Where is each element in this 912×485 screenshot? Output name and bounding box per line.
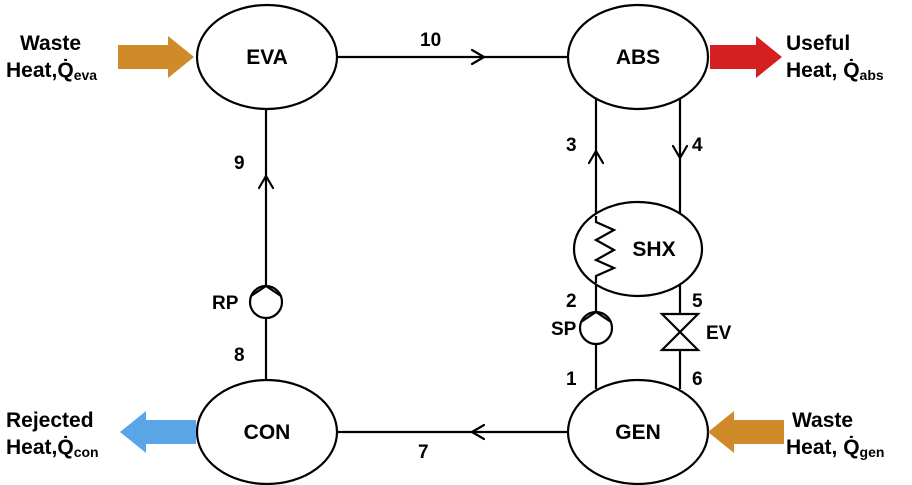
- useful-heat-abs-label-line2: Heat, Q̇abs: [786, 58, 884, 83]
- rejected-heat-con-symbol: Q̇: [57, 435, 73, 459]
- rejected-heat-con-subscript: con: [74, 444, 99, 460]
- useful-heat-abs-label-line1: Useful: [786, 32, 850, 55]
- rejected-heat-con-arrow: [120, 411, 196, 453]
- stream-label-4: 4: [692, 135, 703, 156]
- eva-label: EVA: [246, 46, 288, 69]
- gen-label: GEN: [615, 421, 661, 444]
- abs-node: [566, 3, 710, 111]
- stream-label-9: 9: [234, 153, 245, 174]
- arrow-stream-7: [470, 423, 486, 441]
- useful-heat-abs-arrow: [710, 36, 782, 78]
- shx-zigzag-icon: [593, 216, 617, 283]
- stream-label-10: 10: [420, 30, 441, 51]
- rp-pump-triangle: [250, 284, 282, 297]
- rejected-heat-con-heat-word: Heat,: [6, 436, 57, 459]
- arrow-stream-3: [587, 149, 605, 165]
- arrow-stream-10: [470, 48, 486, 66]
- stream-label-5: 5: [692, 291, 703, 312]
- sp-label: SP: [551, 319, 577, 340]
- arrow-stream-9: [257, 174, 275, 190]
- useful-heat-abs-symbol: Q̇: [843, 58, 859, 82]
- arrow-stream-4: [671, 144, 689, 160]
- rejected-heat-con-label-line2: Heat,Q̇con: [6, 435, 99, 460]
- stream-label-6: 6: [692, 369, 703, 390]
- waste-heat-eva-subscript: eva: [74, 67, 98, 83]
- sp-pump-icon: [578, 310, 614, 346]
- stream-label-7: 7: [418, 442, 429, 463]
- stream-label-2: 2: [566, 291, 577, 312]
- ev-label: EV: [706, 323, 732, 344]
- rp-pump-icon: [248, 284, 284, 320]
- waste-heat-gen-arrow: [708, 411, 784, 453]
- con-node: [195, 378, 339, 485]
- waste-heat-eva-arrow: [118, 36, 194, 78]
- stream-label-8: 8: [234, 345, 245, 366]
- rp-label: RP: [212, 293, 239, 314]
- waste-heat-gen-heat-word: Heat,: [786, 436, 843, 459]
- waste-heat-eva-label-line2: Heat,Q̇eva: [6, 58, 97, 83]
- con-label: CON: [244, 421, 291, 444]
- rejected-heat-con-label-line1: Rejected: [6, 409, 94, 432]
- waste-heat-gen-label-line1: Waste: [792, 409, 853, 432]
- waste-heat-gen-label-line2: Heat, Q̇gen: [786, 435, 884, 460]
- waste-heat-eva-heat-word: Heat,: [6, 59, 57, 82]
- shx-label: SHX: [632, 238, 675, 261]
- ev-valve-icon: [659, 312, 701, 352]
- sp-pump-triangle: [580, 310, 612, 323]
- stream-label-1: 1: [566, 369, 577, 390]
- eva-node: [195, 3, 339, 111]
- useful-heat-abs-heat-word: Heat,: [786, 59, 843, 82]
- useful-heat-abs-subscript: abs: [860, 67, 884, 83]
- waste-heat-eva-label-line1: Waste: [20, 32, 81, 55]
- stream-label-3: 3: [566, 135, 577, 156]
- abs-label: ABS: [616, 46, 660, 69]
- waste-heat-eva-symbol: Q̇: [57, 58, 73, 82]
- waste-heat-gen-subscript: gen: [860, 444, 885, 460]
- waste-heat-gen-symbol: Q̇: [843, 435, 859, 459]
